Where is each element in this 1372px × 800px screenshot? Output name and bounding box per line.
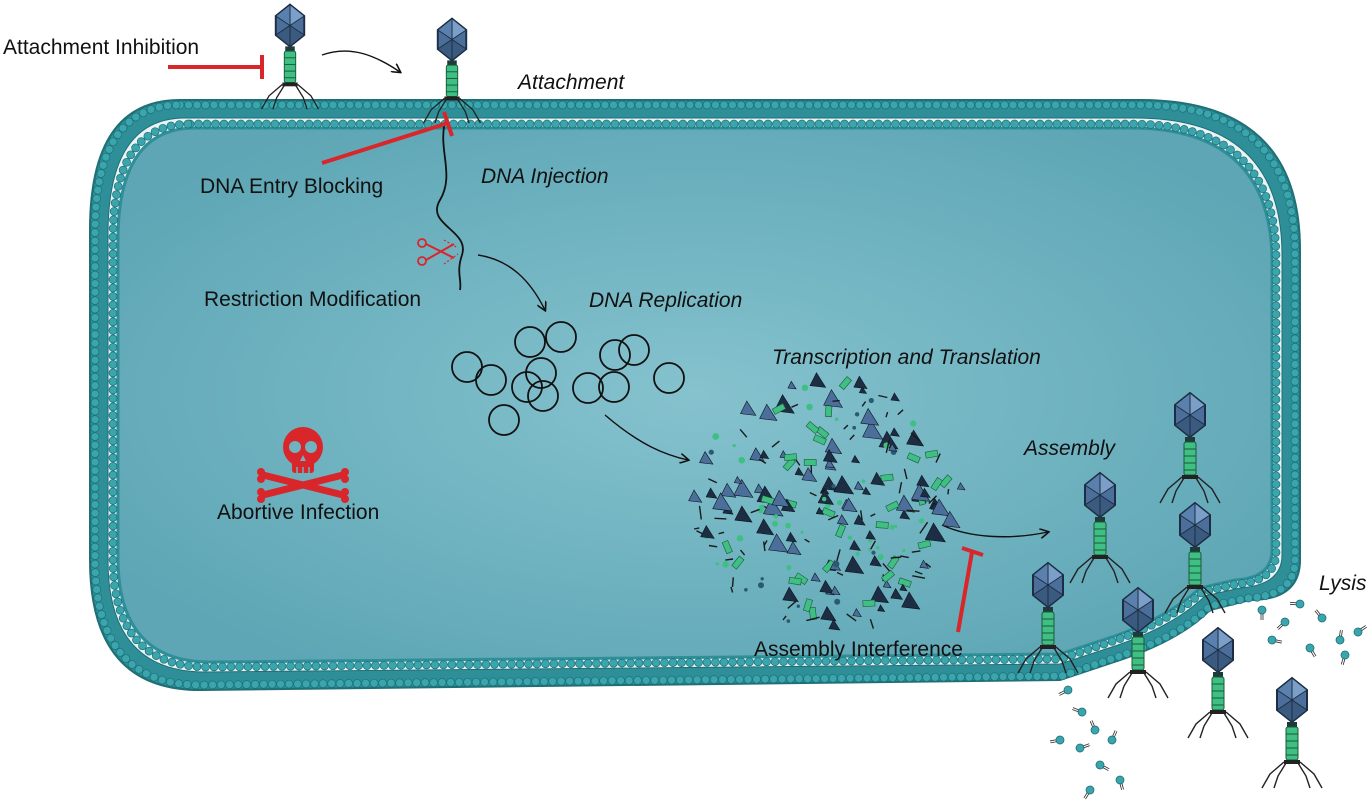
attachment-stage-label: Attachment: [518, 71, 625, 94]
dna-entry-blocking-symbol: [321, 111, 454, 165]
dna-entry-blocking-label: DNA Entry Blocking: [200, 175, 384, 198]
dna-replication-stage-label: DNA Replication: [589, 289, 743, 312]
dna-injection-stage-label: DNA Injection: [481, 165, 609, 188]
phage-released-2: [1261, 677, 1323, 789]
bacterial-cell: [89, 99, 1301, 692]
phage-free: [260, 3, 320, 111]
assembly-interference-label: Assembly Interference: [754, 638, 963, 661]
abortive-infection-label: Abortive Infection: [217, 501, 380, 524]
attachment-inhibition-symbol: [168, 55, 264, 79]
phage-parts-cloud: [688, 372, 966, 631]
arrow-to-translation: [604, 414, 688, 460]
cell-membrane: [90, 100, 1300, 690]
arrow-to-assembly: [941, 524, 1048, 537]
assembly-interference-symbol: [956, 546, 984, 633]
restriction-modification-label: Restriction Modification: [204, 288, 422, 311]
scissors-icon: [417, 238, 459, 266]
assembly-stage-label: Assembly: [1024, 437, 1116, 460]
attachment-inhibition-label: Attachment Inhibition: [3, 36, 200, 59]
skull-crossbones-icon: [257, 427, 349, 503]
lysis-stage-label: Lysis: [1319, 572, 1367, 595]
transcription-translation-stage-label: Transcription and Translation: [772, 346, 1041, 369]
dna-strand: [436, 121, 464, 291]
arrow-to-replication: [477, 254, 545, 310]
phage-released-1: [1187, 627, 1249, 739]
arrow-to-attachment: [321, 50, 400, 72]
replicated-dna-circles: [451, 321, 685, 436]
